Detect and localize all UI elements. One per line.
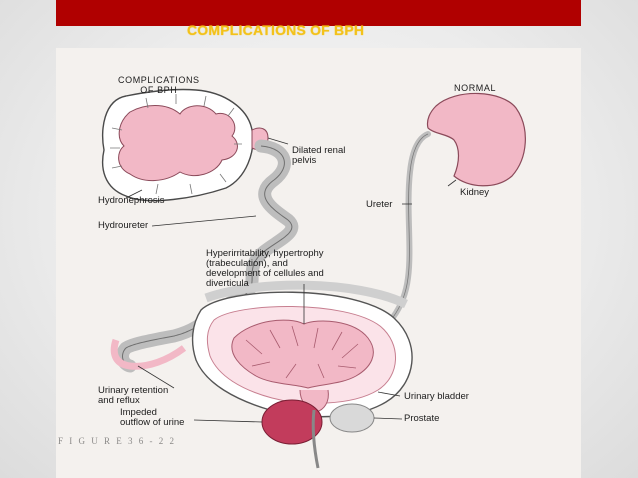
prostate-label: Prostate [404,413,440,424]
impeded-outflow-label: Impeded outflow of urine [120,407,185,428]
hydroureter-label: Hydroureter [98,220,149,231]
title-bar [56,0,581,26]
urethra [311,409,320,469]
hydroureter-outline [122,145,293,367]
pelvic-band [204,280,408,309]
normal-prostate [329,403,375,433]
leader-lines [125,137,457,423]
dilated-pelvis-label: Dilated renal pelvis [292,145,346,166]
normal-kidney [426,92,526,187]
anatomy-illustration [101,88,526,469]
dilated-calyces [118,105,238,181]
kidney-label: Kidney [460,187,490,198]
urinary-retention-label: Urinary retention and reflux [98,385,169,406]
hydronephrosis-label: Hydronephrosis [98,195,165,206]
hyperirritability-label: Hyperirritability, hypertrophy (trabecul… [206,248,324,289]
bph-diagram: COMPLICATIONS OF BPH NORMAL Dilated rena… [56,48,581,478]
slide-title: COMPLICATIONS OF BPH [187,22,365,38]
trabeculation-lines [245,325,359,379]
kidney-cortex-lines [110,94,242,195]
figure-caption: F I G U R E 3 6 - 2 2 [58,436,176,446]
urinary-bladder-label: Urinary bladder [404,391,469,402]
ureter-label: Ureter [366,199,393,210]
complications-header-label: COMPLICATIONS OF BPH [118,75,200,95]
normal-header-label: NORMAL [454,83,497,93]
ureter-entry-left [110,338,187,370]
